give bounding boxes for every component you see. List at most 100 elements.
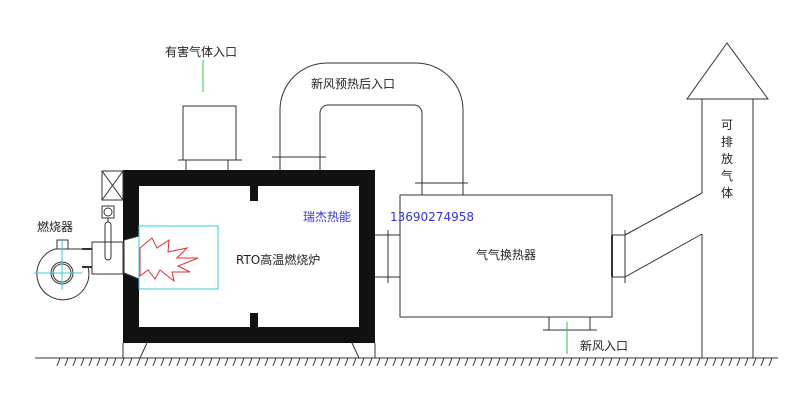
ground-hatch <box>472 357 477 367</box>
burner-label: 燃烧器 <box>37 219 73 234</box>
exchanger-to-stack-duct <box>611 192 703 283</box>
exhaust-char: 可 <box>721 118 733 132</box>
ground-hatch <box>544 357 549 367</box>
pressure-gauge-icon <box>101 205 115 261</box>
rto-furnace-label: RTO高温燃烧炉 <box>236 252 320 267</box>
ground-hatch <box>456 357 461 367</box>
ground-hatch <box>264 357 269 367</box>
ground-hatch <box>88 357 93 367</box>
ground <box>35 357 778 367</box>
ground-hatch <box>624 357 629 367</box>
ground-hatch <box>104 357 109 367</box>
ground-hatch <box>640 357 645 367</box>
ground-hatch <box>80 357 85 367</box>
damper-icon <box>101 170 124 201</box>
ground-hatch <box>152 357 157 367</box>
ground-hatch <box>744 357 749 367</box>
ground-hatch <box>240 357 245 367</box>
ground-hatch <box>712 357 717 367</box>
ground-hatch <box>592 357 597 367</box>
ground-hatch <box>480 357 485 367</box>
fresh-air-inlet-duct <box>543 317 597 331</box>
ground-hatch <box>568 357 573 367</box>
flame-zone <box>138 225 219 290</box>
ground-hatch <box>408 357 413 367</box>
harmful-gas-inlet-label: 有害气体入口 <box>165 44 237 59</box>
ground-hatch <box>376 357 381 367</box>
ground-hatch <box>720 357 725 367</box>
ground-hatch <box>320 357 325 367</box>
ground-hatch <box>608 357 613 367</box>
ground-hatch <box>736 357 741 367</box>
ground-hatch <box>528 357 533 367</box>
ground-hatch <box>432 357 437 367</box>
exhaust-char: 气 <box>721 168 733 183</box>
ground-hatch <box>176 357 181 367</box>
ground-hatch <box>520 357 525 367</box>
exhaust-char: 体 <box>721 186 733 200</box>
ground-hatch <box>216 357 221 367</box>
ground-hatch <box>496 357 501 367</box>
ground-hatch <box>576 357 581 367</box>
furnace-to-exchanger-duct <box>375 230 400 283</box>
ground-hatch <box>200 357 205 367</box>
ground-hatch <box>488 357 493 367</box>
ground-hatch <box>600 357 605 367</box>
ground-hatch <box>560 357 565 367</box>
ground-hatch <box>72 357 77 367</box>
rto-furnace <box>122 170 376 359</box>
ground-hatch <box>232 357 237 367</box>
ground-hatch <box>448 357 453 367</box>
flame-icon <box>139 237 199 283</box>
ground-hatch <box>184 357 189 367</box>
ground-hatch <box>96 357 101 367</box>
ground-hatch <box>352 357 357 367</box>
ground-hatch <box>328 357 333 367</box>
ground-hatch <box>312 357 317 367</box>
ground-hatch <box>416 357 421 367</box>
ground-hatch <box>464 357 469 367</box>
ground-hatch <box>768 357 773 367</box>
ground-hatch <box>304 357 309 367</box>
ground-hatch <box>512 357 517 367</box>
ground-hatch <box>752 357 757 367</box>
fresh-air-inlet-label: 新风入口 <box>580 338 628 353</box>
ground-hatch <box>688 357 693 367</box>
ground-hatch <box>256 357 261 367</box>
ground-hatch <box>160 357 165 367</box>
ground-hatch <box>728 357 733 367</box>
burner <box>34 235 140 301</box>
ground-hatch <box>368 357 373 367</box>
ground-hatch <box>680 357 685 367</box>
exhaust-stack <box>686 42 769 358</box>
ground-hatch <box>704 357 709 367</box>
ground-hatch <box>648 357 653 367</box>
ground-hatch <box>144 357 149 367</box>
ground-hatch <box>584 357 589 367</box>
ground-hatch <box>664 357 669 367</box>
ground-hatch <box>360 357 365 367</box>
exhaust-char: 放 <box>721 151 733 166</box>
ground-hatch <box>656 357 661 367</box>
exhaust-char: 排 <box>721 135 733 149</box>
ground-hatch <box>384 357 389 367</box>
ground-hatch <box>632 357 637 367</box>
ground-hatch <box>696 357 701 367</box>
watermark-phone: 13690274958 <box>390 210 474 224</box>
ground-hatch <box>552 357 557 367</box>
preheated-air-duct <box>272 62 468 195</box>
heat-exchanger-label: 气气换热器 <box>476 247 536 262</box>
ground-hatch <box>128 357 133 367</box>
watermark-company: 瑞杰热能 <box>303 210 351 224</box>
ground-hatch <box>616 357 621 367</box>
ground-hatch <box>192 357 197 367</box>
ground-hatch <box>64 357 69 367</box>
ground-hatch <box>296 357 301 367</box>
ground-hatch <box>136 357 141 367</box>
harmful-gas-inlet-duct <box>178 105 242 170</box>
ground-hatch <box>272 357 277 367</box>
ground-hatch <box>208 357 213 367</box>
ground-hatch <box>440 357 445 367</box>
ground-hatch <box>424 357 429 367</box>
